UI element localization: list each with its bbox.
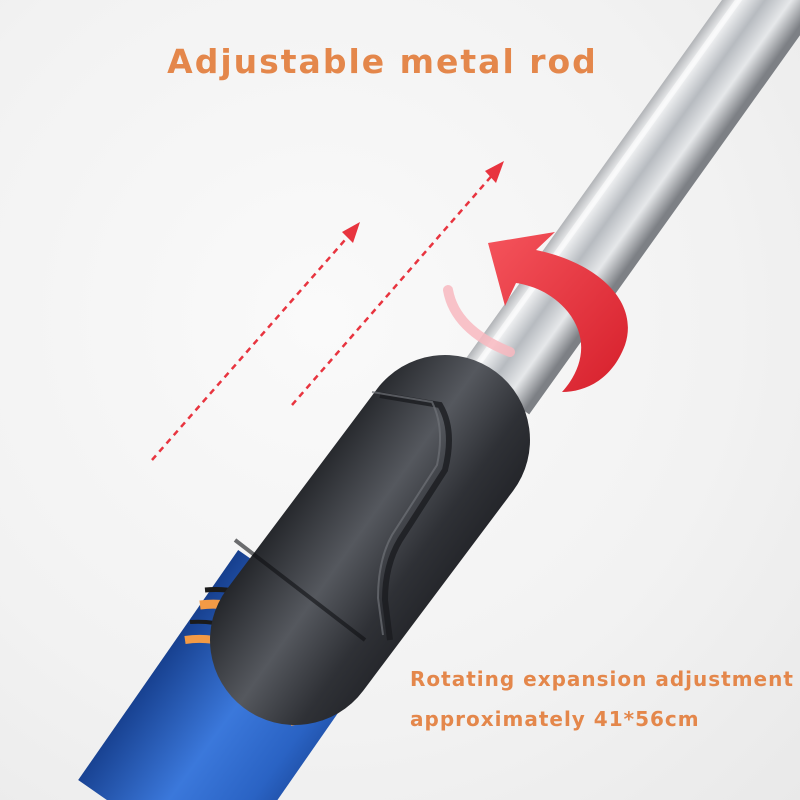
collar-groove <box>379 392 452 641</box>
extend-arrow-icon-1 <box>151 222 360 461</box>
product-title: Adjustable metal rod <box>167 42 598 81</box>
size-caption: approximately 41*56cm <box>410 707 700 731</box>
collar <box>210 355 530 725</box>
metal-rod <box>460 0 800 415</box>
collar-highlight <box>371 391 441 636</box>
rod-highlight <box>467 0 743 377</box>
rotation-arrow-icon <box>488 232 628 392</box>
collar-edge <box>233 538 367 642</box>
rotation-arrow-back <box>443 285 515 357</box>
feature-caption: Rotating expansion adjustment <box>410 667 794 691</box>
extend-arrow-icon-2 <box>291 161 504 406</box>
